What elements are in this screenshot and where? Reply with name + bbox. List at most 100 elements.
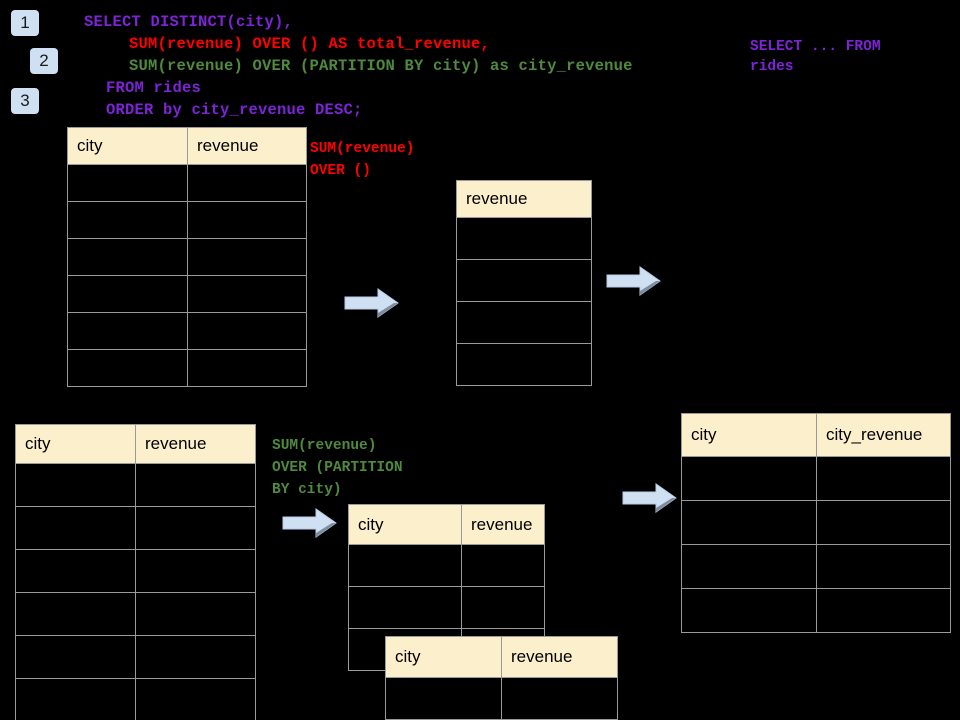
- column-header-city-revenue: city_revenue: [816, 413, 951, 457]
- table-cell: [681, 500, 817, 545]
- table-header-row: city revenue: [385, 636, 618, 678]
- column-header-city: city: [15, 424, 136, 464]
- table-row: [67, 238, 307, 276]
- table-row: [67, 312, 307, 350]
- annotation-sum-over-partition: SUM(revenue) OVER (PARTITION BY city): [272, 438, 403, 498]
- table-cell: [15, 549, 136, 593]
- table-partition-front: city revenue: [385, 636, 618, 720]
- table-cell: [461, 586, 545, 629]
- table-cell: [816, 500, 951, 545]
- arrow-source-to-total-icon: [344, 288, 400, 318]
- annotation-sum-over-empty: SUM(revenue) OVER (): [310, 141, 415, 179]
- table-cell: [135, 592, 256, 636]
- table-cell: [681, 588, 817, 633]
- table-cell: [15, 463, 136, 507]
- table-total-revenue: revenue: [456, 180, 592, 386]
- table-cell: [15, 506, 136, 550]
- table-cell: [187, 164, 307, 202]
- table-row: [456, 259, 592, 302]
- column-header-revenue: revenue: [187, 127, 307, 165]
- column-header-revenue: revenue: [501, 636, 618, 678]
- table-cell: [187, 312, 307, 350]
- table-header-row: city revenue: [15, 424, 256, 464]
- table-row: [681, 456, 951, 501]
- table-cell: [135, 506, 256, 550]
- table-cell: [135, 678, 256, 720]
- table-cell: [67, 164, 188, 202]
- table-cell: [681, 456, 817, 501]
- table-cell: [15, 635, 136, 679]
- table-cell: [461, 544, 545, 587]
- table-source-top: city revenue: [67, 127, 307, 387]
- table-header-row: city city_revenue: [681, 413, 951, 457]
- table-row: [681, 544, 951, 589]
- column-header-revenue: revenue: [461, 504, 545, 545]
- table-cell: [187, 201, 307, 239]
- table-row: [15, 678, 256, 720]
- arrow-total-to-result-icon: [606, 266, 662, 296]
- arrow-partition-to-result-icon: [622, 483, 678, 513]
- table-cell: [348, 586, 462, 629]
- table-result: city city_revenue: [681, 413, 951, 633]
- column-header-city: city: [348, 504, 462, 545]
- table-cell: [456, 259, 592, 302]
- table-cell: [456, 301, 592, 344]
- column-header-revenue: revenue: [135, 424, 256, 464]
- table-row: [15, 463, 256, 507]
- sql-line-city-revenue: SUM(revenue) OVER (PARTITION BY city) as…: [129, 57, 633, 75]
- table-row: [15, 549, 256, 593]
- table-cell: [348, 544, 462, 587]
- table-cell: [15, 678, 136, 720]
- sql-line-total-revenue: SUM(revenue) OVER () AS total_revenue,: [129, 35, 491, 53]
- table-cell: [456, 343, 592, 386]
- table-row: [385, 677, 618, 720]
- table-cell: [385, 677, 502, 720]
- sql-line-order-by: ORDER by city_revenue DESC;: [106, 101, 363, 119]
- column-header-revenue: revenue: [456, 180, 592, 218]
- column-header-city: city: [681, 413, 817, 457]
- column-header-city: city: [67, 127, 188, 165]
- table-cell: [67, 275, 188, 313]
- table-row: [15, 592, 256, 636]
- table-cell: [67, 349, 188, 387]
- table-cell: [187, 275, 307, 313]
- table-row: [456, 301, 592, 344]
- table-header-row: city revenue: [348, 504, 545, 545]
- table-row: [67, 164, 307, 202]
- table-row: [15, 506, 256, 550]
- table-cell: [135, 635, 256, 679]
- step-badge-3: 3: [11, 88, 39, 114]
- table-header-row: city revenue: [67, 127, 307, 165]
- table-cell: [681, 544, 817, 589]
- table-cell: [816, 456, 951, 501]
- table-row: [348, 586, 545, 629]
- table-row: [681, 500, 951, 545]
- arrow-source-to-partition-icon: [282, 508, 338, 538]
- table-cell: [187, 349, 307, 387]
- table-row: [348, 544, 545, 587]
- table-cell: [67, 312, 188, 350]
- sql-line-from-rides: FROM rides: [106, 79, 202, 97]
- step-badge-1: 1: [11, 10, 39, 36]
- table-source-bottom: city revenue: [15, 424, 256, 720]
- table-row: [456, 343, 592, 386]
- sql-line-select-distinct: SELECT DISTINCT(city),: [84, 13, 294, 31]
- table-cell: [67, 201, 188, 239]
- table-row: [67, 275, 307, 313]
- annotation-select-from-rides: SELECT ... FROM rides: [750, 39, 881, 75]
- table-cell: [816, 544, 951, 589]
- table-cell: [501, 677, 618, 720]
- table-cell: [135, 549, 256, 593]
- table-cell: [456, 217, 592, 260]
- table-row: [15, 635, 256, 679]
- table-row: [681, 588, 951, 633]
- table-cell: [135, 463, 256, 507]
- table-cell: [67, 238, 188, 276]
- table-cell: [15, 592, 136, 636]
- table-cell: [816, 588, 951, 633]
- column-header-city: city: [385, 636, 502, 678]
- table-header-row: revenue: [456, 180, 592, 218]
- table-row: [456, 217, 592, 260]
- table-row: [67, 349, 307, 387]
